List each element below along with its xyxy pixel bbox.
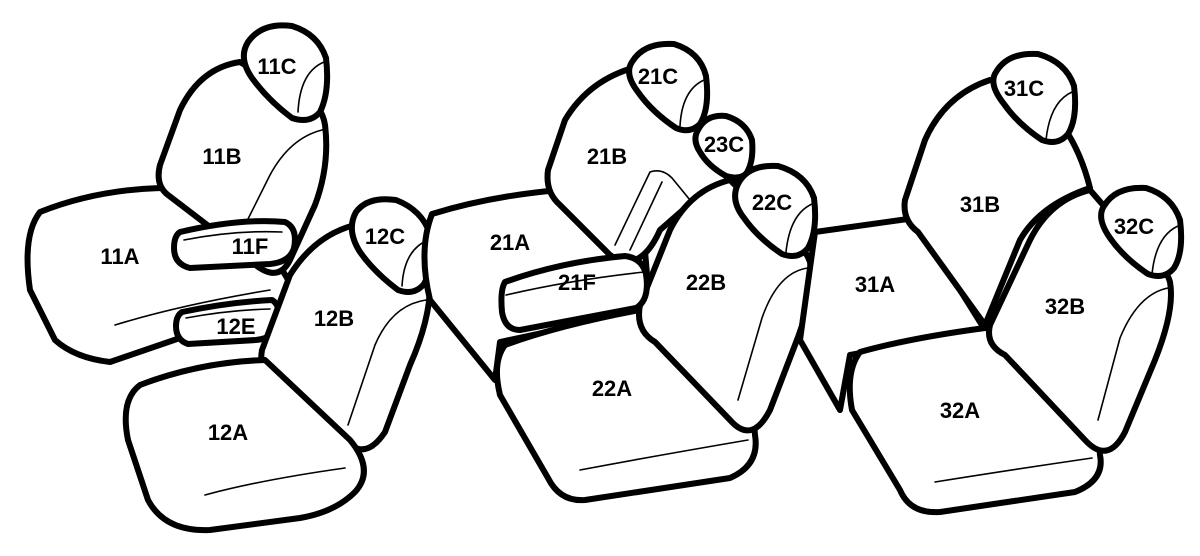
part-21b-seam-b [629,181,663,251]
part-32a-seam [934,457,1093,483]
label-11f: 11F [232,234,269,259]
part-11f-seam [183,230,283,241]
label-21f: 21F [558,270,596,295]
label-22a: 22A [592,376,632,401]
label-21a: 21A [490,230,530,255]
label-21b: 21B [587,144,627,169]
label-22c: 22C [752,190,792,215]
part-11c-seam [297,61,325,113]
seat-row-3 [797,50,1185,516]
label-31c: 31C [1004,76,1044,101]
label-21c: 21C [638,64,678,89]
part-22b-seam [737,267,809,401]
label-12e: 12E [216,314,255,339]
label-22b: 22B [686,270,726,295]
label-11a: 11A [100,244,139,269]
part-22c-headrest [732,162,819,259]
label-31b: 31B [960,192,1000,217]
label-23c: 23C [704,132,744,157]
label-12a: 12A [208,420,248,445]
part-31c-seam [1045,91,1073,141]
part-11c-headrest [240,22,331,123]
part-12a-cushion [122,357,367,534]
part-12b-seam [347,299,427,426]
label-11b: 11B [202,144,241,169]
part-31c-headrest [990,50,1079,145]
part-21f-armrest [498,253,650,333]
seat-row-2 [421,40,819,504]
seat-11 [24,22,331,365]
part-22a-seam [579,439,749,471]
part-32c-headrest [1098,184,1185,279]
label-31a: 31A [855,272,895,297]
label-11c: 11C [257,54,296,79]
part-labels: 11C 11B 11A 11F 12E 12C 12B 12A 21C 23C … [100,54,1154,445]
part-11f-armrest [171,218,298,271]
part-21c-seam [679,79,705,127]
part-21b-seam-a [614,170,691,246]
part-11b-seam [244,129,323,226]
part-32b-seam [1097,287,1169,421]
label-12b: 12B [314,306,354,331]
part-12e-seam [185,308,271,319]
label-12c: 12C [365,224,405,249]
part-32c-seam [1151,225,1179,275]
label-32b: 32B [1045,294,1085,319]
part-12a-seam [204,467,346,496]
part-11a-seam [114,289,271,326]
label-32a: 32A [940,398,980,423]
label-32c: 32C [1114,214,1154,239]
part-22c-seam [785,203,813,253]
part-21f-seam [505,271,645,296]
